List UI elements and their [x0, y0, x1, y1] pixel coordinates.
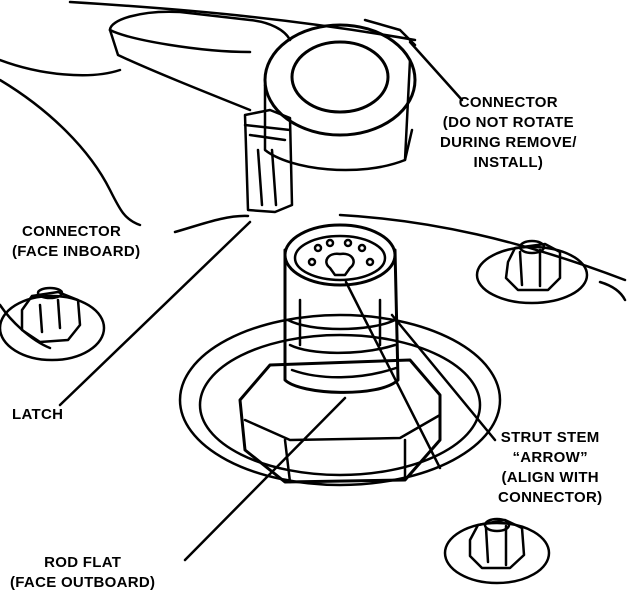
callout-line: CONNECTOR — [22, 223, 122, 240]
cable-lines — [0, 0, 417, 227]
callout-line: (ALIGN WITH — [501, 469, 599, 486]
callout-line: CONNECTOR) — [498, 489, 603, 506]
callout-line: ROD FLAT — [44, 554, 122, 571]
callout-strut-stem-arrow: STRUT STEM “ARROW” (ALIGN WITH CONNECTOR… — [498, 428, 602, 508]
callout-line: DURING REMOVE/ — [440, 134, 577, 151]
leader-strut-stem-arrow-1 — [344, 280, 442, 470]
callout-connector-no-rotate: CONNECTOR (DO NOT ROTATE DURING REMOVE/ … — [440, 93, 577, 173]
leader-rod-flat — [183, 396, 347, 562]
callout-line: (FACE OUTBOARD) — [10, 574, 156, 591]
connector-body — [108, 10, 417, 172]
callout-line: (FACE INBOARD) — [12, 243, 141, 260]
callout-line: CONNECTOR — [458, 94, 558, 111]
strut-stem — [283, 223, 400, 394]
callout-line: INSTALL) — [473, 154, 544, 171]
callout-line: (DO NOT ROTATE — [442, 114, 574, 131]
left-nut — [0, 286, 106, 362]
strut-mount-plate — [178, 313, 502, 487]
leader-lines — [58, 40, 497, 562]
leader-connector-face-inboard — [173, 214, 250, 234]
leader-strut-stem-arrow-2 — [390, 313, 497, 442]
callout-line: “ARROW” — [512, 449, 588, 466]
leader-latch — [58, 220, 252, 407]
callout-connector-face-inboard: CONNECTOR (FACE INBOARD) — [12, 222, 140, 262]
callout-line: LATCH — [12, 406, 64, 423]
callout-line: STRUT STEM — [500, 429, 600, 446]
bottom-right-nut — [443, 517, 551, 585]
leader-connector-no-rotate — [408, 40, 464, 102]
right-top-nut — [475, 239, 589, 305]
latch-tab — [243, 108, 294, 214]
callout-latch: LATCH — [12, 405, 63, 425]
callout-rod-flat: ROD FLAT (FACE OUTBOARD) — [10, 553, 155, 593]
